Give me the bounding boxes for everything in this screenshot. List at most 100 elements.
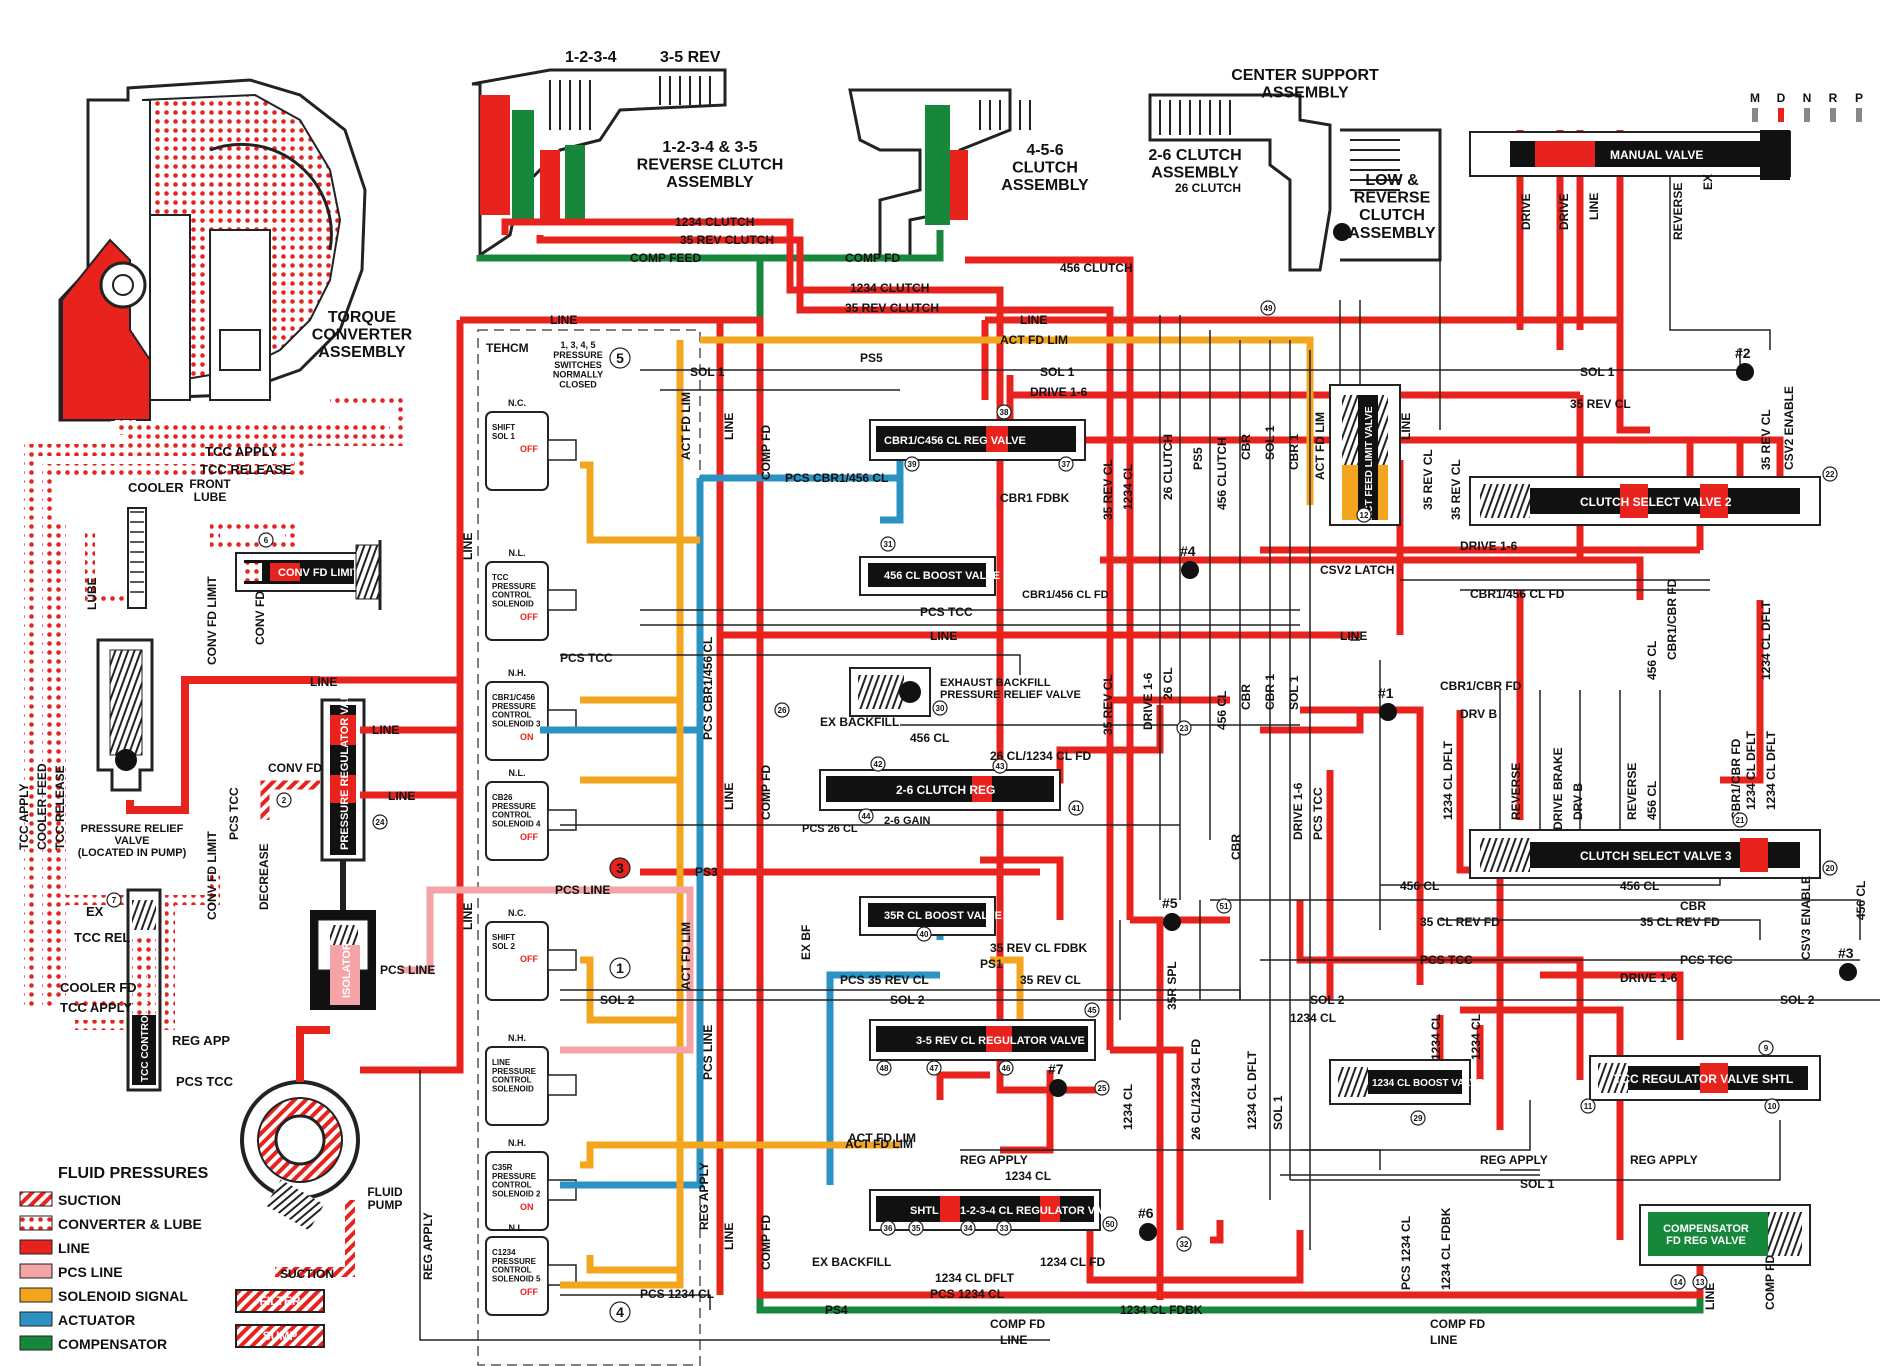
callout-number-37: 37 xyxy=(1062,460,1071,469)
label-456cl-right: 456 CL xyxy=(1400,879,1439,893)
label-line-mid-2: LINE xyxy=(1340,629,1367,643)
label-line-left: LINE xyxy=(310,675,337,689)
label-cbr1-cbr-fd-vertical-2: CBR1/CBR FD xyxy=(1729,738,1743,820)
callout-circle-20 xyxy=(1822,860,1838,876)
range-tick-P xyxy=(1856,108,1862,122)
solenoid-type: N.C. xyxy=(508,908,526,918)
label-26cl-1234fd: 26 CL/1234 CL FD xyxy=(990,749,1091,763)
pcs-tcc-label-bottom: PCS TCC xyxy=(176,1074,234,1089)
callout-circle-25 xyxy=(1094,1080,1110,1096)
label-drv-b-vertical: DRV B xyxy=(1571,783,1585,820)
label-1234cl-dflt-vertical: 1234 CL DFLT xyxy=(1245,1050,1259,1130)
label-pcs-tcc-right-2: PCS TCC xyxy=(1680,953,1733,967)
label-35rev-cl-vertical-4: 35 REV CL xyxy=(1449,459,1463,520)
range-tick-D xyxy=(1778,108,1784,122)
label-cbr-vertical-3: CBR xyxy=(1229,834,1243,860)
label-ps5-vertical: PS5 xyxy=(1191,447,1205,470)
label-act-fd-lim-mid: ACT FD LIM xyxy=(848,1131,916,1145)
label-pcs-1234cl-tehcm: PCS 1234 CL xyxy=(640,1287,714,1301)
label-ex-backfill: EX BACKFILL xyxy=(820,715,899,729)
callout-circle-7 xyxy=(106,892,122,908)
callout-circle-50 xyxy=(1102,1216,1118,1232)
callout-number-25: 25 xyxy=(1098,1084,1107,1093)
callout-number-5: 5 xyxy=(616,350,624,366)
reg-1234-valve: SHTL 1-2-3-4 CL REGULATOR VALVE xyxy=(869,1189,1123,1231)
tcc-release-vertical-label: TCC RELEASE xyxy=(53,765,67,850)
label-sol2-right: SOL 2 xyxy=(1310,993,1345,1007)
label-sol1-vertical: SOL 1 xyxy=(1263,425,1277,460)
callout-number-10: 10 xyxy=(1768,1102,1777,1111)
label-pcs-line-vertical: PCS LINE xyxy=(701,1025,715,1080)
label-pcs-1234cl-vertical: PCS 1234 CL xyxy=(1399,1216,1413,1290)
callout-circle-38 xyxy=(996,404,1012,420)
callout-circle-33 xyxy=(996,1220,1012,1236)
label-sol2: SOL 2 xyxy=(600,993,635,1007)
callout-number-31: 31 xyxy=(884,540,893,549)
range-tick-N xyxy=(1804,108,1810,122)
label-pcs-line: PCS LINE xyxy=(555,883,610,897)
label-456cl-right-2: 456 CL xyxy=(1620,879,1659,893)
checkball-label-1: #1 xyxy=(1378,685,1394,701)
reg-1234-label: 1-2-3-4 CL REGULATOR VALVE xyxy=(960,1205,1123,1217)
callout-number-12: 12 xyxy=(1360,511,1369,520)
label-cbr1-cbr-fd: CBR1/CBR FD xyxy=(1440,679,1522,693)
callout-number-22: 22 xyxy=(1826,470,1835,479)
label-35rev-clutch: 35 REV CLUTCH xyxy=(680,233,774,247)
label-line-vertical-left: LINE xyxy=(461,533,475,560)
cooler-fd-label: COOLER FD xyxy=(60,980,137,995)
callout-circle-10 xyxy=(1764,1098,1780,1114)
label-35rev-cl-vertical: 35 REV CL xyxy=(1101,459,1115,520)
passage-labels: 1234 CLUTCH 35 REV CLUTCH COMP FEED COMP… xyxy=(268,174,1868,1347)
callout-number-20: 20 xyxy=(1826,864,1835,873)
label-line-vertical-comp: LINE xyxy=(1703,1283,1717,1310)
label-26cl-1234fd-vertical: 26 CL/1234 CL FD xyxy=(1189,1039,1203,1140)
callout-number-13: 13 xyxy=(1696,1278,1705,1287)
label-ps3: PS3 xyxy=(695,865,718,879)
callout-circle-23 xyxy=(1176,720,1192,736)
label-pcs-cbr1: PCS CBR1/456 CL xyxy=(785,471,888,485)
callout-circle-14 xyxy=(1670,1274,1686,1290)
reg-26-label: 2-6 CLUTCH REG xyxy=(896,783,995,797)
callout-circle-34 xyxy=(960,1220,976,1236)
legend-swatch-suction xyxy=(19,1191,53,1207)
label-1234cl-fd: 1234 CL FD xyxy=(1040,1255,1105,1269)
reg-app-label: REG APP xyxy=(172,1033,230,1048)
solenoid-type: N.C. xyxy=(508,398,526,408)
clutch-select-valve-2: CLUTCH SELECT VALVE 2 xyxy=(1469,476,1821,526)
tcc-control-valve-label: TCC CONTROL VALVE xyxy=(140,974,151,1082)
callout-circle-29 xyxy=(1410,1110,1426,1126)
callout-circle-51 xyxy=(1216,898,1232,914)
legend-label-converter: CONVERTER & LUBE xyxy=(58,1216,202,1232)
label-456-clutch: 456 CLUTCH xyxy=(1060,261,1133,275)
label-sol1-vertical-3: SOL 1 xyxy=(1271,1095,1285,1130)
label-cbr1-456-fd-right: CBR1/456 CL FD xyxy=(1470,587,1565,601)
label-ps1: PS1 xyxy=(980,957,1003,971)
numbered-callouts: 1234567910111213142021222324252629303132… xyxy=(106,300,1838,1323)
range-pos-D: D xyxy=(1777,91,1786,105)
label-456cl-csv3: 456 CL xyxy=(1854,881,1868,920)
callout-number-48: 48 xyxy=(880,1064,889,1073)
label-csv2-latch: CSV2 LATCH xyxy=(1320,563,1394,577)
label-act-fd-lim-vertical: ACT FD LIM xyxy=(679,392,693,460)
checkball-label-2: #2 xyxy=(1735,345,1751,361)
checkball-label-7: #7 xyxy=(1048,1061,1064,1077)
line-pressure-circuits xyxy=(185,130,1790,1314)
label-1234cl-vertical: 1234 CL xyxy=(1121,464,1135,510)
callout-circle-21 xyxy=(1732,812,1748,828)
solenoid-state: OFF xyxy=(520,444,538,454)
act-feed-limit-valve: ACT FEED LIMIT VALVE xyxy=(1329,384,1401,526)
callout-circle-26 xyxy=(774,702,790,718)
tehcm-label: TEHCM xyxy=(486,341,529,355)
